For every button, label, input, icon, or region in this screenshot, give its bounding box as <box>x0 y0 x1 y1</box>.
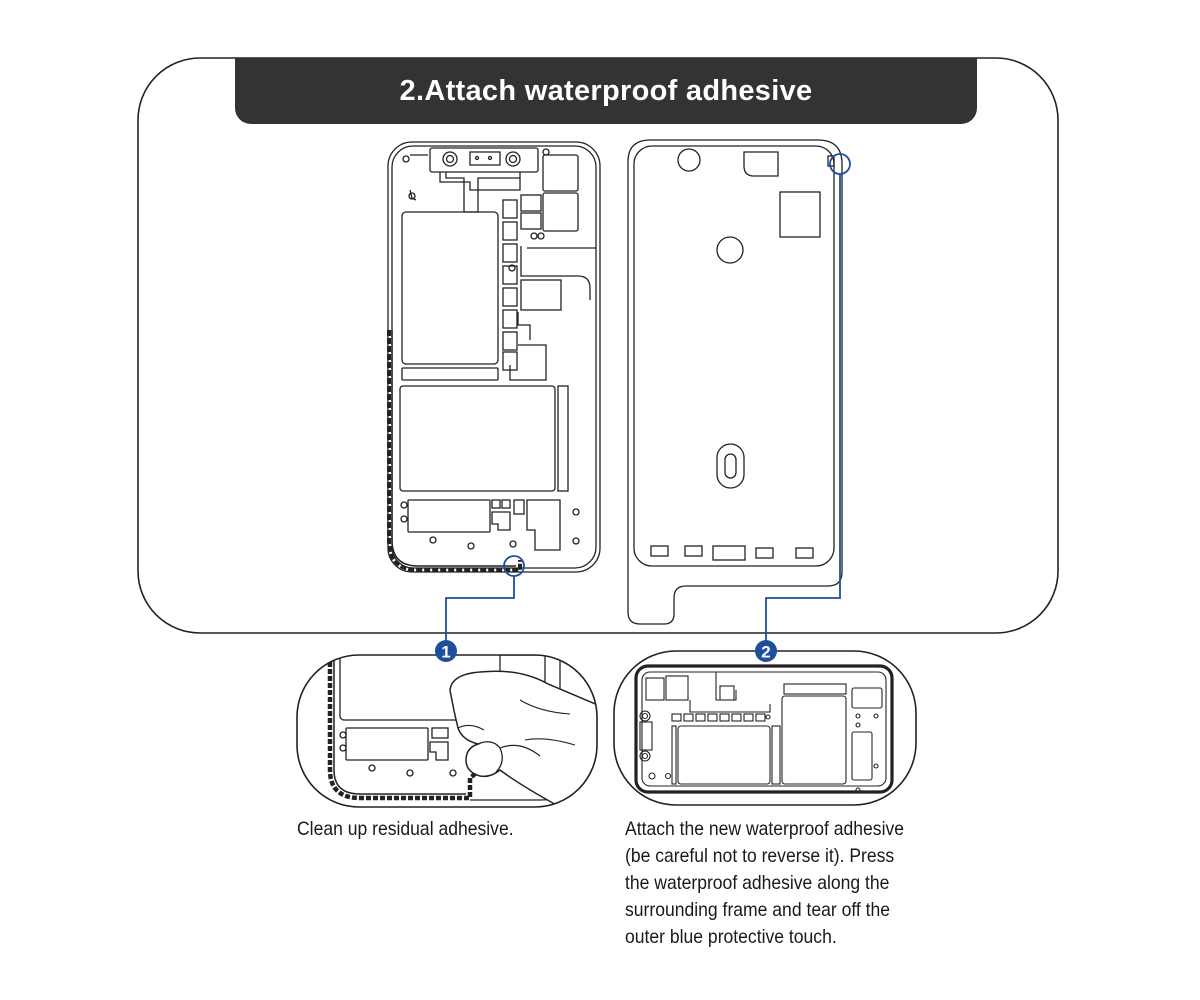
main-panel-frame <box>137 57 1059 634</box>
step-number-1: 1 <box>441 643 450 662</box>
title-bar: 2.Attach waterproof adhesive <box>235 58 977 124</box>
page-title: 2.Attach waterproof adhesive <box>399 74 813 107</box>
step-2-caption: Attach the new waterproof adhesive (be ca… <box>625 816 922 951</box>
caption-line: outer blue protective touch. <box>625 926 837 948</box>
phone-frame-internals <box>387 141 601 573</box>
caption-line: (be careful not to reverse it). Press <box>625 845 895 867</box>
step-badge-2: 2 <box>755 640 777 662</box>
step-badge-1: 1 <box>435 640 457 662</box>
caption-line: Clean up residual adhesive. <box>297 818 514 840</box>
caption-line: the waterproof adhesive along the <box>625 872 890 894</box>
caption-line: Attach the new waterproof adhesive <box>625 818 905 840</box>
callout-lines <box>445 153 851 650</box>
waterproof-adhesive-sheet <box>627 139 843 625</box>
caption-line: surrounding frame and tear off the <box>625 899 891 921</box>
step-number-2: 2 <box>761 643 770 662</box>
residual-adhesive-line-inner <box>391 330 516 567</box>
step-1-caption: Clean up residual adhesive. <box>297 816 585 843</box>
residual-adhesive-line <box>387 330 522 572</box>
inset-clean-adhesive <box>296 654 598 808</box>
inset-attach-adhesive <box>613 650 917 806</box>
